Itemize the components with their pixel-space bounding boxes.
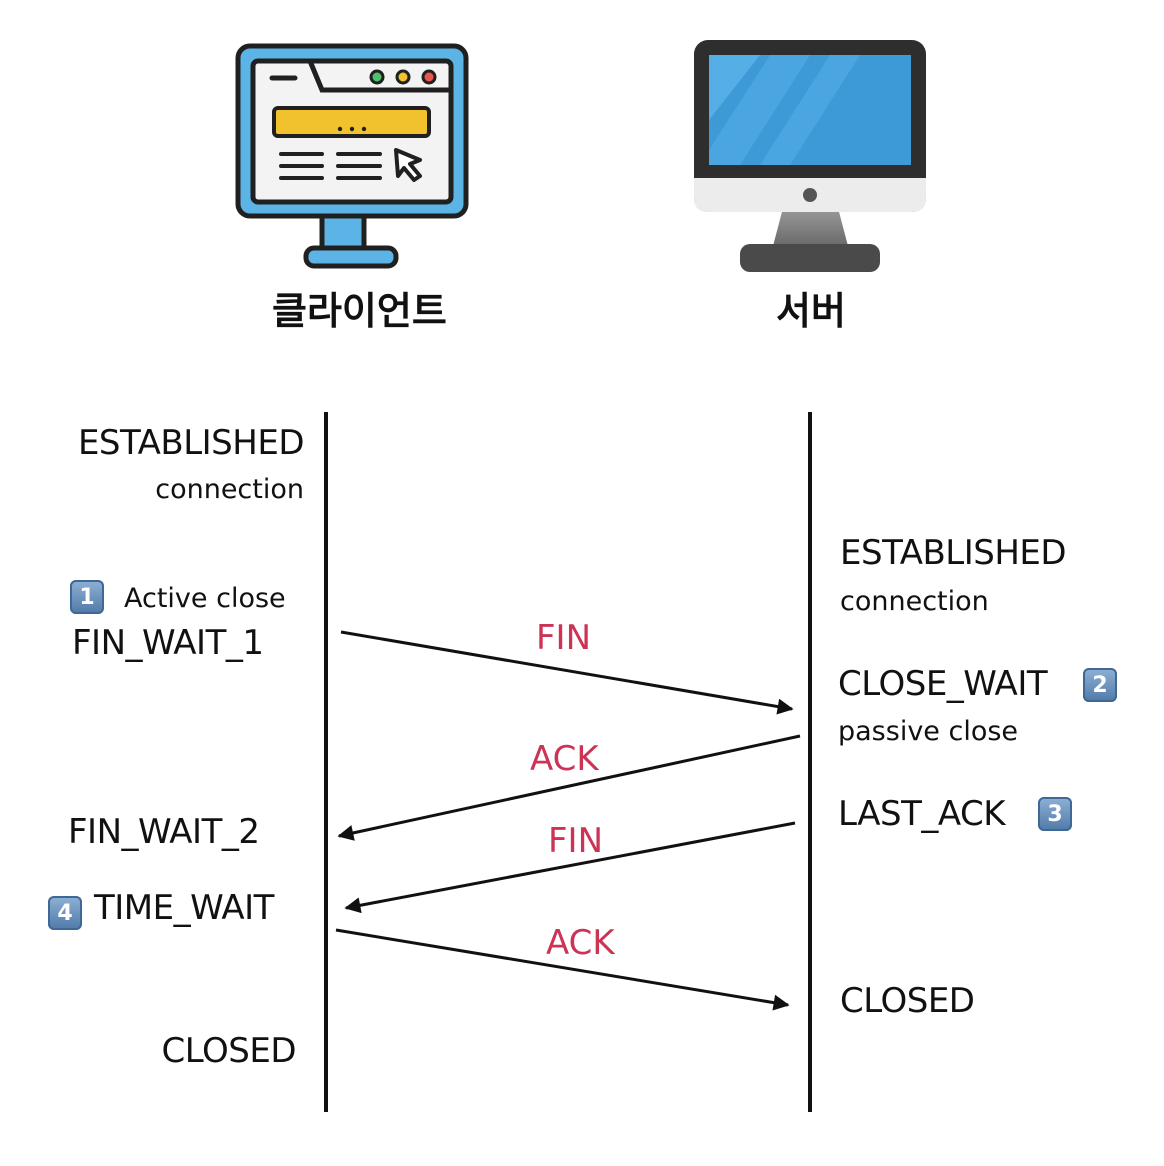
fin-arrow-server-to-client: [344, 821, 796, 914]
fin-wait-1-state: FIN_WAIT_1: [72, 623, 264, 663]
step-1-badge: 1: [70, 580, 104, 614]
passive-close-label: passive close: [838, 716, 1019, 747]
last-ack-state: LAST_ACK: [838, 794, 1006, 834]
client-label: 클라이언트: [272, 289, 447, 333]
server-closed-state: CLOSED: [840, 981, 975, 1021]
server-label: 서버: [776, 289, 846, 333]
step-2-badge: 2: [1083, 668, 1117, 702]
client-closed-state: CLOSED: [161, 1031, 297, 1071]
close-wait-state: CLOSE_WAIT: [838, 664, 1048, 704]
active-close-label: Active close: [124, 583, 286, 614]
message-label-ack-2: ACK: [546, 923, 615, 963]
fin-wait-2-state: FIN_WAIT_2: [68, 812, 260, 852]
message-label-fin-1: FIN: [536, 618, 592, 658]
server-established-state: ESTABLISHED: [840, 533, 1067, 573]
client-established-state: ESTABLISHED: [77, 423, 305, 463]
time-wait-state: TIME_WAIT: [94, 888, 274, 928]
ack-arrow-server-to-client: [337, 734, 801, 841]
step-4-badge: 4: [48, 896, 82, 930]
step-3-badge: 3: [1038, 797, 1072, 831]
server-established-sub: connection: [840, 586, 989, 617]
message-label-ack-1: ACK: [530, 739, 599, 779]
message-label-fin-2: FIN: [548, 821, 604, 861]
fin-arrow-client-to-server: [340, 630, 794, 715]
client-established-sub: connection: [155, 474, 304, 505]
ack-arrow-client-to-server: [335, 928, 790, 1011]
